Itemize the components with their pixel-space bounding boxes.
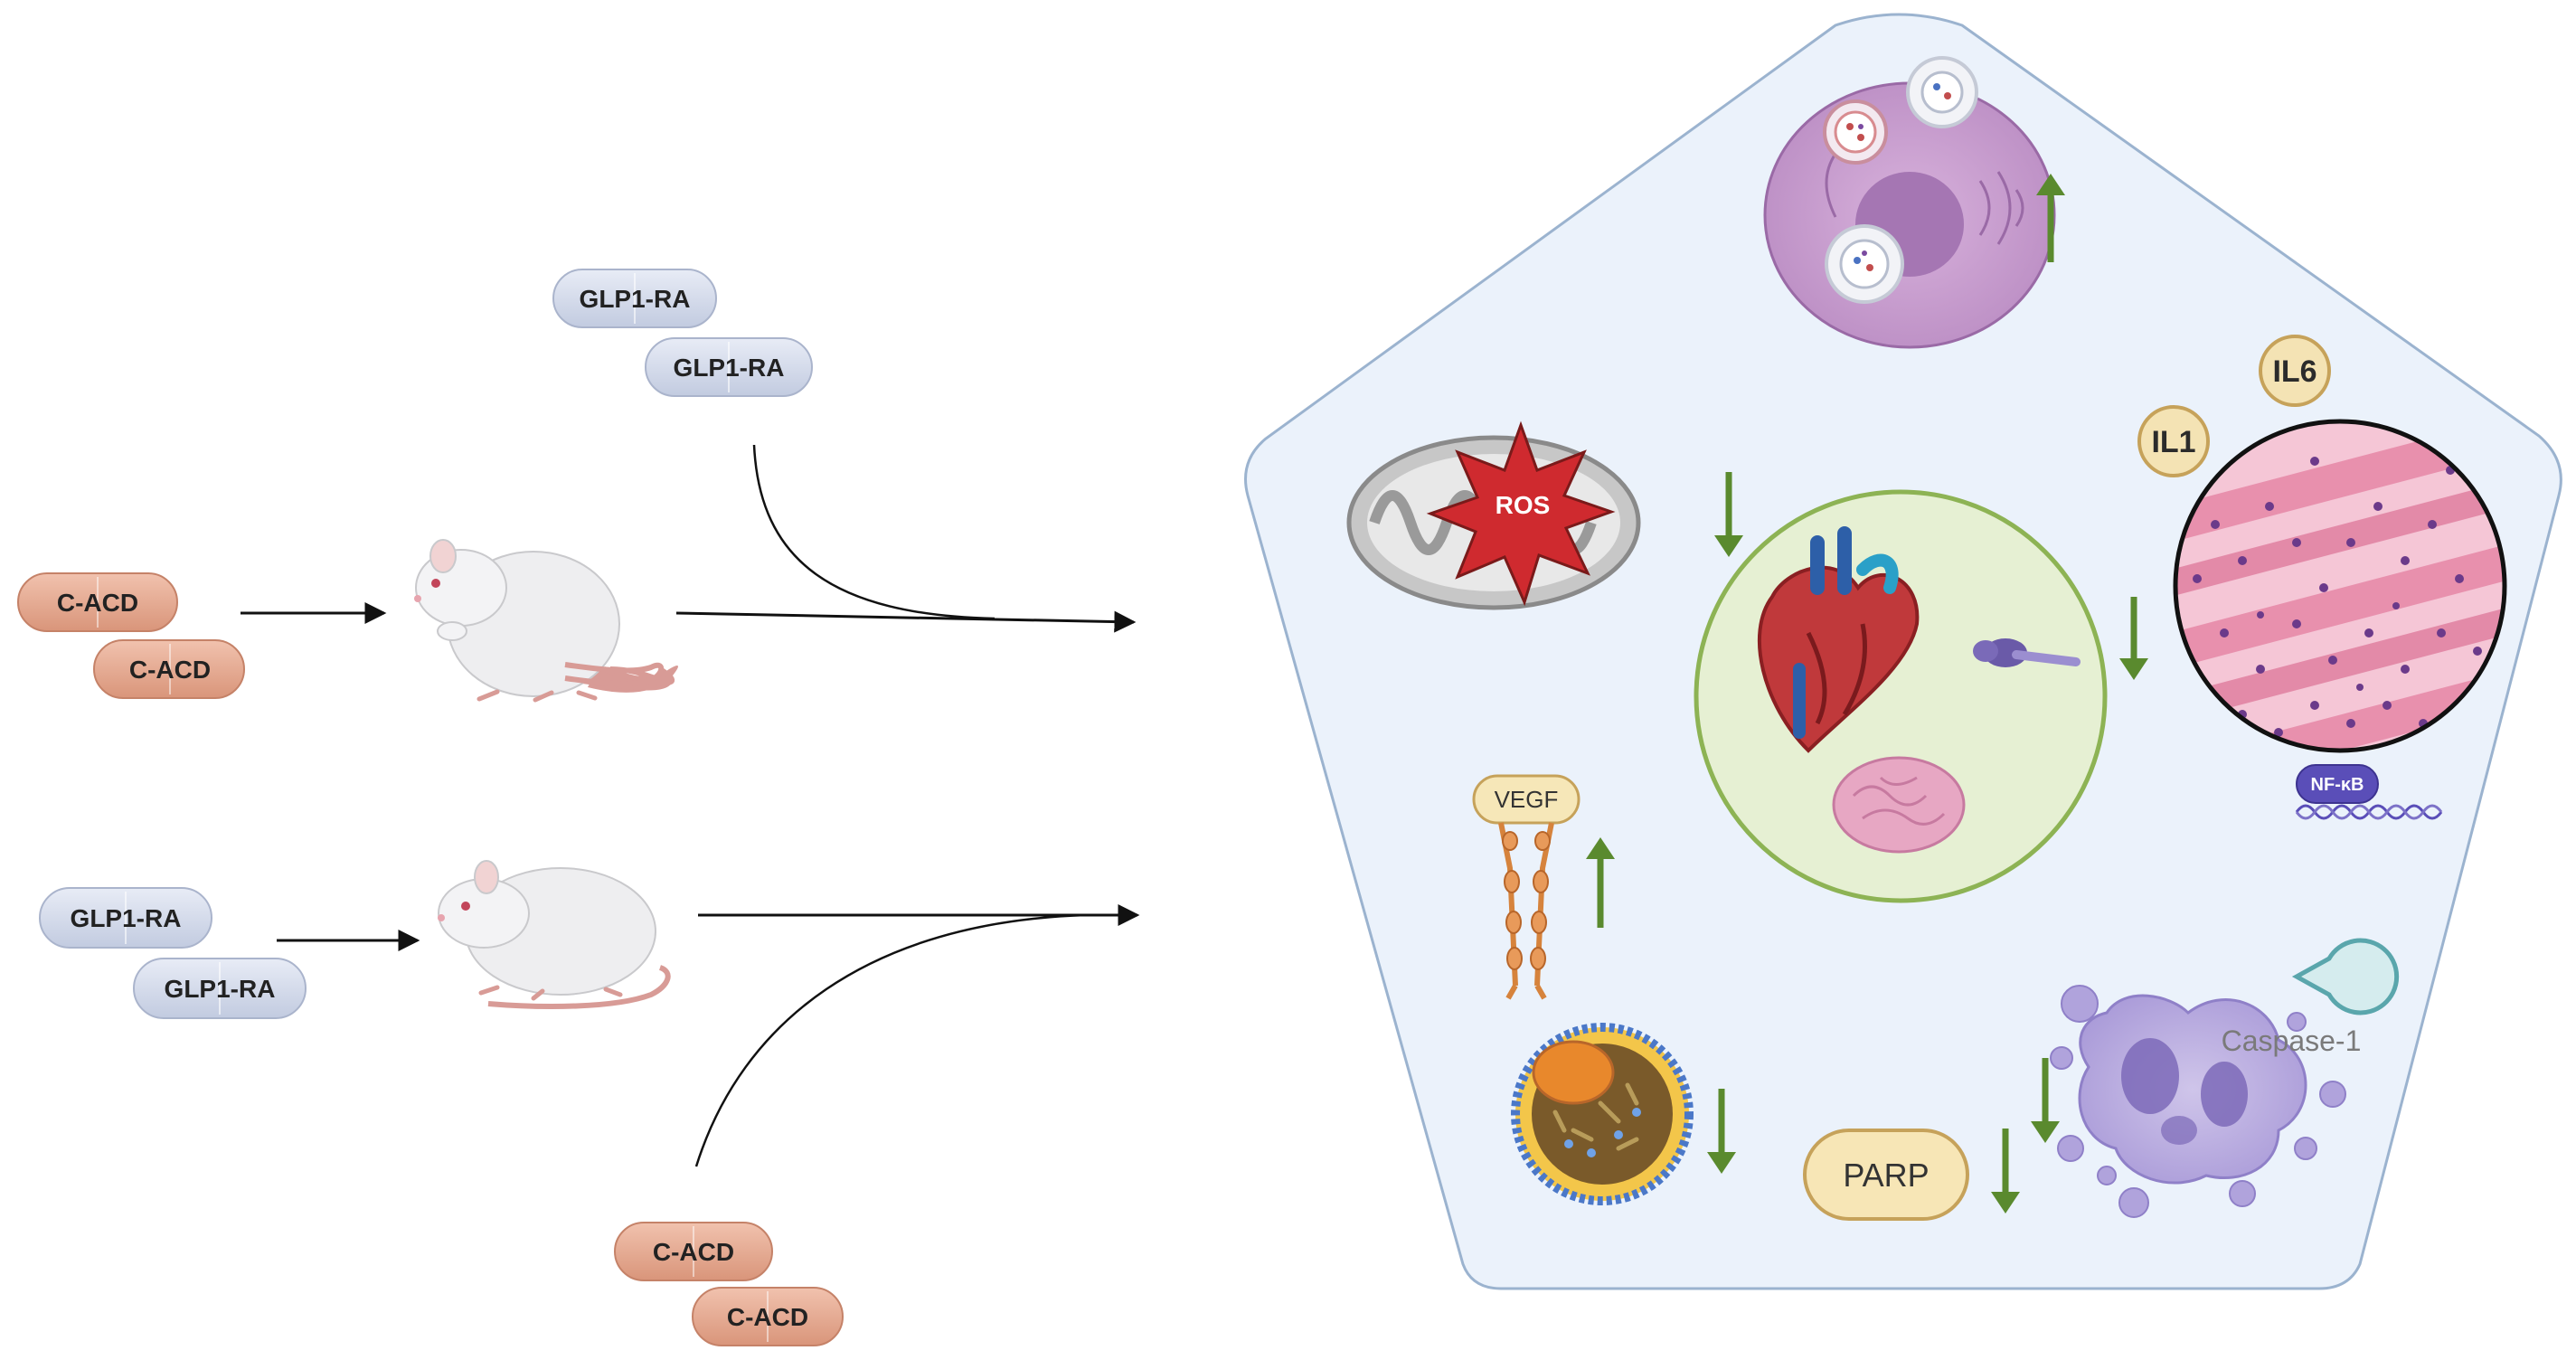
pill-glp1-left-1-label: GLP1-RA (71, 904, 182, 932)
nfkb-icon: NF-κB (2295, 764, 2443, 820)
il1-bubble: IL1 (2137, 405, 2210, 477)
curve-cacd-merge (694, 913, 1086, 1167)
pill-cacd-left-1-label: C-ACD (57, 589, 138, 617)
down-arrow-macrophage (2031, 1058, 2060, 1143)
pill-cacd-left-2: C-ACD (93, 639, 245, 699)
brain-icon (1832, 756, 1966, 854)
parp-label: PARP (1843, 1157, 1929, 1194)
curve-glp1-merge (752, 444, 995, 620)
pill-cacd-left-1: C-ACD (17, 572, 178, 632)
pill-glp1-left-2-label: GLP1-RA (165, 975, 276, 1003)
myocardial-histology-icon (2173, 419, 2507, 753)
rat-tail-2 (487, 965, 671, 1009)
down-arrow-inflammation (2119, 597, 2148, 680)
parp-icon: PARP (1803, 1129, 1969, 1221)
caspase-label: Caspase-1 (2222, 1025, 2362, 1057)
ros-burst-icon: ROS (1426, 420, 1616, 607)
rat-icon-2 (438, 860, 656, 1001)
up-arrow-vegf (1586, 837, 1615, 928)
down-arrow-lipoprotein (1707, 1089, 1736, 1174)
pill-glp1-top-1-label: GLP1-RA (580, 285, 691, 313)
pill-cacd-bottom-2: C-ACD (692, 1287, 844, 1346)
pill-cacd-bottom-1: C-ACD (614, 1222, 773, 1281)
macrophage-icon (2050, 985, 2346, 1218)
pancreas-icon (1973, 638, 2081, 667)
down-arrow-parp (1991, 1129, 2020, 1214)
lipoprotein-icon (1511, 1023, 1694, 1205)
il6-bubble: IL6 (2259, 335, 2331, 407)
arrow-rat1-to-panel (675, 610, 1137, 633)
down-arrow-ros (1714, 472, 1743, 557)
pill-glp1-left-1: GLP1-RA (39, 887, 212, 949)
caspase-enzyme-icon (2291, 938, 2400, 1015)
pill-cacd-bottom-2-label: C-ACD (727, 1303, 808, 1331)
vegf-label: VEGF (1495, 786, 1559, 813)
nfkb-label: NF-κB (2311, 775, 2364, 795)
vegf-receptor-icon: VEGF (1472, 774, 1581, 1000)
il6-label: IL6 (2272, 354, 2317, 389)
heart-icon (1757, 526, 1920, 753)
pill-glp1-top-2-label: GLP1-RA (674, 354, 785, 382)
pill-glp1-left-2: GLP1-RA (133, 958, 307, 1019)
pill-glp1-top-2: GLP1-RA (645, 337, 813, 397)
il1-label: IL1 (2151, 425, 2195, 459)
pill-cacd-left-2-label: C-ACD (129, 656, 211, 684)
rat-icon (414, 539, 678, 703)
pill-glp1-top-1: GLP1-RA (552, 269, 717, 328)
up-arrow-mast-cell (2036, 174, 2065, 262)
mast-cell-icon (1763, 56, 2056, 349)
rat-tail (564, 662, 665, 687)
ros-label: ROS (1496, 491, 1551, 519)
pill-cacd-bottom-1-label: C-ACD (653, 1238, 734, 1266)
